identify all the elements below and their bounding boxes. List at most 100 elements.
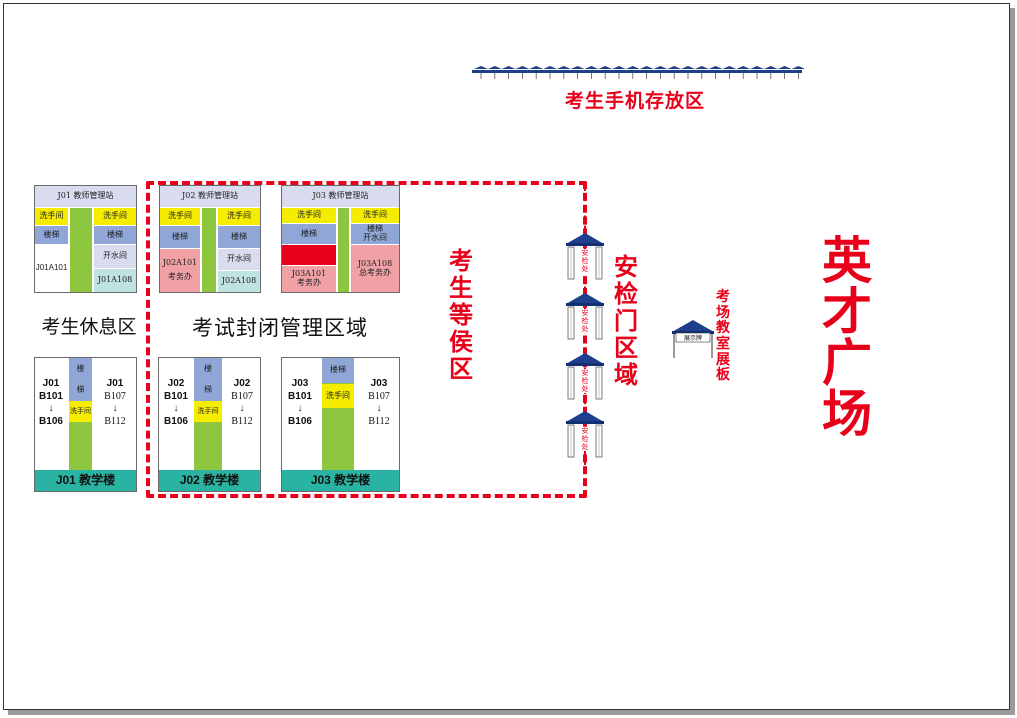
canopy-peak	[736, 66, 751, 69]
j02-right-rooms-2: B107	[231, 390, 253, 402]
yingcai-square-label: 英 才 广 场	[812, 236, 882, 440]
waiting-zone-char-3: 等	[449, 300, 473, 329]
j03-room-a108: J03A108 总考务办	[351, 245, 399, 292]
j01-right-rooms-1: J01	[106, 378, 124, 389]
j03-teacher-station: J03 教师管理站	[282, 186, 399, 207]
j03-main-exam-office: 总考务办	[359, 267, 391, 277]
security-booth-char: 处	[581, 265, 589, 274]
security-booth-char: 处	[581, 443, 589, 452]
canopy-peak	[556, 66, 571, 69]
j01-bottom-block: 楼梯 洗手间 J01 B101 ↓ B106 J01 B107 ↓ B112 J…	[34, 357, 137, 492]
j01-left-rooms-1: J01	[42, 378, 60, 389]
canopy-peak	[763, 66, 778, 69]
j02-teacher-station: J02 教师管理站	[160, 186, 260, 207]
j01-right-rooms: J01 B107 ↓ B112	[98, 378, 132, 428]
j02-stairs-left: 楼梯	[160, 226, 200, 248]
canopy-peak	[474, 66, 488, 69]
j03-left-rooms-1: J03	[291, 378, 309, 389]
j01-right-rooms-arrow: ↓	[112, 403, 118, 414]
j02-bottom-stairs-1: 楼	[204, 363, 212, 373]
j03-right-rooms-2: B107	[368, 390, 390, 402]
page-frame	[3, 3, 1010, 710]
j03-right-rooms-1: J03	[370, 378, 388, 389]
j03-right-rooms-arrow: ↓	[376, 403, 382, 414]
j01-left-rooms-2: B101	[39, 390, 63, 402]
display-board-label: 展示牌	[683, 335, 702, 342]
j02-room-a101: J02A101 考务办	[160, 249, 200, 292]
j03-left-rooms-arrow: ↓	[297, 403, 303, 414]
j01-building-label: J01 教学楼	[35, 470, 136, 491]
square-char-4: 场	[822, 385, 872, 443]
j01-bottom-washroom: 洗手间	[69, 401, 92, 422]
j01-room-a101: J01A101	[35, 245, 68, 292]
canopy-peak	[722, 66, 737, 69]
j02-left-rooms-2: B101	[164, 390, 188, 402]
j01-water-room: 开水间	[94, 245, 136, 268]
j01-washroom-left: 洗手间	[35, 208, 68, 225]
canopy-peak	[543, 66, 557, 69]
j01-bottom-stairs: 楼梯	[69, 358, 92, 401]
board-zone-char-4: 室	[716, 336, 730, 353]
canopy-peak	[570, 66, 585, 69]
j02-right-rooms-arrow: ↓	[239, 403, 245, 414]
waiting-zone-char-4: 侯	[449, 327, 473, 356]
phone-storage-canopy	[472, 66, 804, 79]
j02-left-rooms-arrow: ↓	[173, 403, 179, 414]
j02-room-a101-code: J02A101	[162, 258, 198, 268]
j02-bottom-stairs: 楼梯	[194, 358, 222, 401]
j03-corridor	[338, 208, 349, 292]
security-booth-char: 安	[581, 369, 589, 377]
j01-washroom-right: 洗手间	[94, 208, 136, 225]
square-char-2: 才	[822, 283, 872, 341]
security-zone-char-4: 区	[614, 333, 638, 362]
j01-right-rooms-3: B112	[104, 415, 126, 427]
board-zone-char-2: 场	[716, 304, 730, 321]
j02-right-rooms-3: B112	[231, 415, 253, 427]
canopy-peak	[487, 66, 502, 69]
j03-room-a108-code: J03A108	[357, 258, 393, 268]
rest-zone-label: 考生休息区	[41, 316, 137, 338]
security-booth: 安检处	[564, 232, 606, 280]
canopy-peak	[584, 66, 599, 69]
canopy-peak	[653, 66, 668, 69]
canopy-peak	[639, 66, 654, 69]
j03-bottom-block: 楼梯 洗手间 J03 B101 ↓ B106 J03 B107 ↓ B112 J…	[281, 357, 400, 492]
j02-water-room: 开水间	[218, 249, 260, 270]
phone-storage-title: 考生手机存放区	[564, 90, 705, 112]
j03-exam-office: 考务办	[297, 278, 321, 287]
j03-bottom-washroom: 洗手间	[322, 384, 354, 408]
j01-stairs-right: 楼梯	[94, 226, 136, 244]
j02-bottom-block: 楼梯 洗手间 J02 B101 ↓ B106 J02 B107 ↓ B112 J…	[158, 357, 261, 492]
j01-bottom-stairs-1: 楼	[76, 363, 85, 373]
j03-room-a101-code: J03A101	[291, 269, 327, 279]
security-booth: 安检处	[564, 352, 606, 400]
canopy-peak	[612, 66, 626, 69]
j02-right-rooms: J02 B107 ↓ B112	[225, 378, 259, 428]
j02-washroom-left: 洗手间	[160, 208, 200, 225]
board-zone-char-5: 展	[716, 351, 730, 368]
security-booth-char: 处	[581, 325, 589, 334]
canopy-peak	[515, 66, 530, 69]
j02-bottom-stairs-2: 梯	[204, 384, 212, 394]
security-zone-char-2: 检	[614, 279, 638, 308]
j03-top-block: J03 教师管理站 洗手间 洗手间 楼梯 楼梯 开水间 J03A101 考务办 …	[281, 185, 400, 293]
waiting-zone-label: 考 生 等 侯 区	[444, 248, 478, 382]
j01-left-rooms-arrow: ↓	[48, 403, 54, 414]
security-booth-char: 检	[581, 257, 589, 266]
j02-exam-office: 考务办	[168, 272, 192, 281]
j01-room-a108: J01A108	[94, 269, 136, 292]
board-zone-char-1: 考	[716, 289, 730, 305]
waiting-zone-char-5: 区	[449, 354, 473, 383]
j03-stairs-right-label: 楼梯	[367, 224, 383, 234]
canopy-peak	[694, 66, 709, 69]
security-booth-label: 安检处	[577, 309, 593, 334]
j03-red-room	[282, 245, 336, 265]
j02-washroom-right: 洗手间	[218, 208, 260, 225]
waiting-zone-char-1: 考	[449, 247, 473, 275]
j03-washroom-right: 洗手间	[351, 208, 399, 223]
security-booth: 安检处	[564, 292, 606, 340]
j03-room-a101: J03A101 考务办	[282, 266, 336, 292]
j02-left-rooms: J02 B101 ↓ B106	[161, 378, 191, 428]
j03-left-rooms-2: B101	[288, 390, 312, 402]
canopy-peak	[777, 66, 792, 69]
